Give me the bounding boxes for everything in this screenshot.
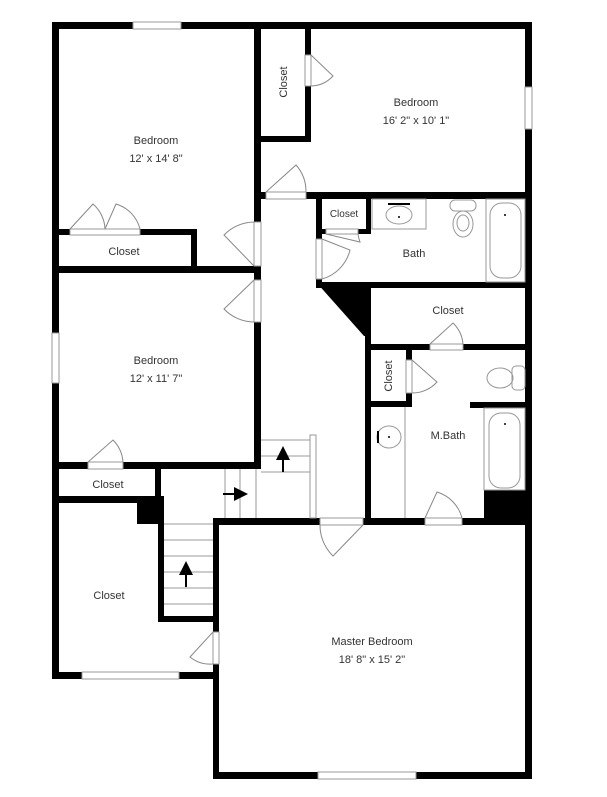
room-closet-top: Closet bbox=[275, 66, 293, 97]
stair-arrow-up-icon bbox=[179, 561, 193, 587]
room-name: Closet bbox=[432, 305, 464, 317]
room-bedroom-2: Bedroom 16' 2" x 10' 1" bbox=[383, 94, 449, 130]
room-name: Closet bbox=[92, 479, 124, 491]
room-dims: 18' 8" x 15' 2" bbox=[338, 654, 406, 666]
room-closet-hall: Closet bbox=[432, 302, 463, 320]
room-bedroom-3: Bedroom 12' x 11' 7" bbox=[130, 352, 183, 388]
room-closet-bed1: Closet bbox=[108, 243, 139, 261]
windows bbox=[51, 21, 533, 780]
room-master-bedroom: Master Bedroom 18' 8" x 15' 2" bbox=[331, 633, 412, 669]
room-dims: 16' 2" x 10' 1" bbox=[382, 115, 450, 127]
room-name: Bath bbox=[402, 248, 426, 260]
room-name: Bedroom bbox=[133, 135, 179, 147]
room-name: M.Bath bbox=[430, 430, 466, 442]
room-name: Closet bbox=[383, 360, 395, 392]
stairs bbox=[164, 434, 317, 605]
room-name: Closet bbox=[93, 590, 125, 602]
room-bath: Bath bbox=[403, 245, 426, 263]
room-closet-bath: Closet bbox=[330, 206, 358, 224]
room-name: Closet bbox=[329, 209, 359, 220]
room-dims: 12' x 11' 7" bbox=[129, 373, 183, 385]
room-closet-bed3: Closet bbox=[92, 476, 123, 494]
room-name: Closet bbox=[278, 66, 290, 98]
room-master-bath: M.Bath bbox=[431, 427, 466, 445]
room-name: Bedroom bbox=[393, 97, 439, 109]
room-bedroom-1: Bedroom 12' x 14' 8" bbox=[129, 132, 182, 168]
stair-arrow-right-icon bbox=[223, 487, 248, 501]
room-name: Closet bbox=[108, 246, 140, 258]
stair-arrow-up-icon bbox=[276, 446, 290, 472]
room-name: Master Bedroom bbox=[331, 636, 413, 648]
doors bbox=[69, 54, 464, 665]
room-closet-large: Closet bbox=[93, 587, 124, 605]
room-closet-mbath: Closet bbox=[380, 360, 398, 391]
room-name: Bedroom bbox=[133, 355, 179, 367]
walls bbox=[52, 22, 532, 779]
fixtures bbox=[371, 198, 526, 518]
room-dims: 12' x 14' 8" bbox=[129, 153, 183, 165]
